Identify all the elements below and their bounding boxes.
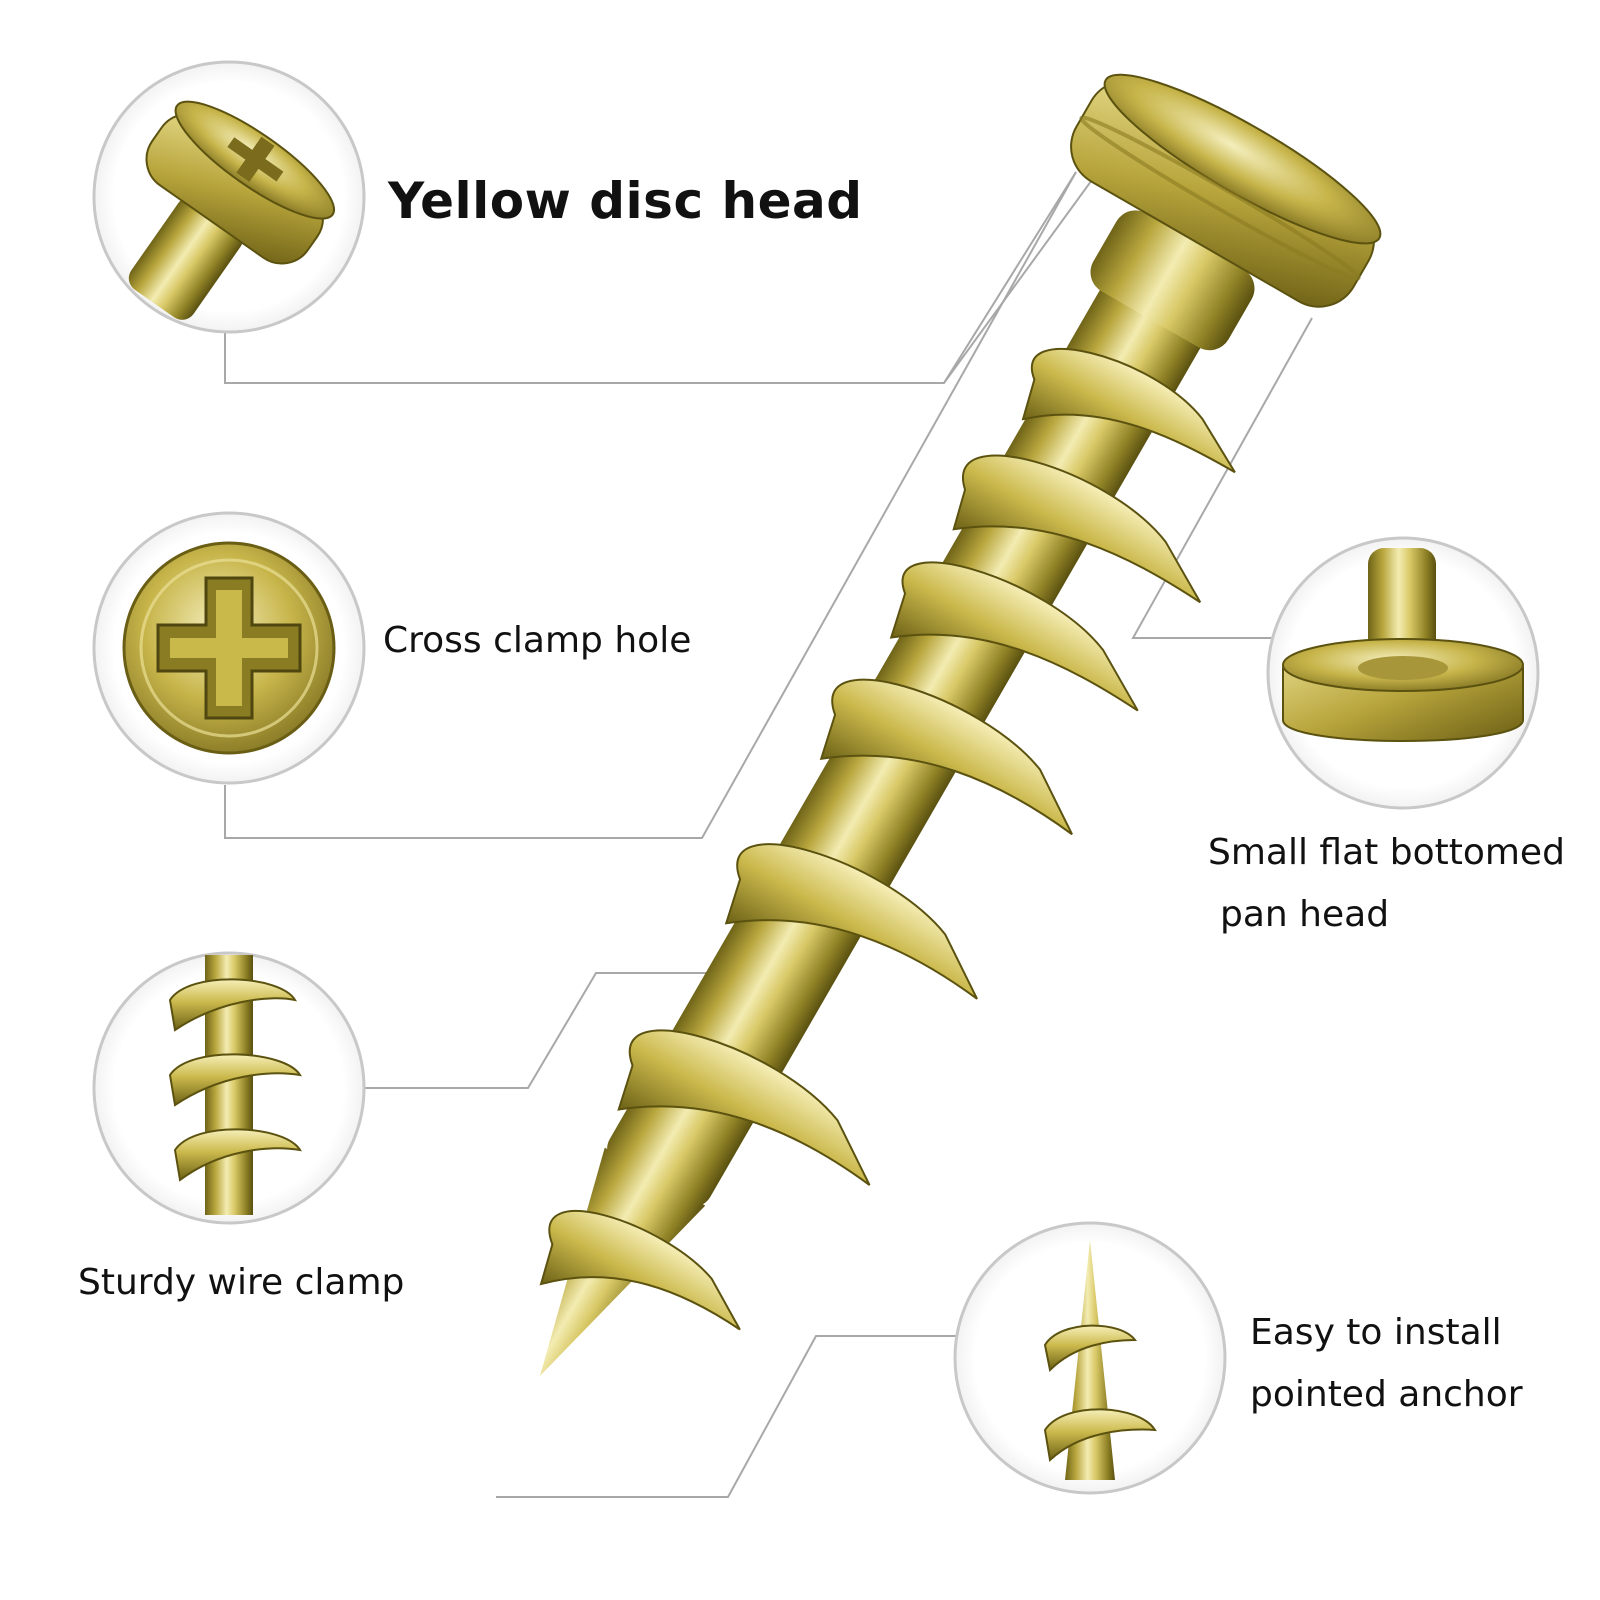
screw-threads xyxy=(539,348,1236,1331)
phillips-head-closeup xyxy=(92,511,366,785)
label-anchor-line1: Easy to install xyxy=(1250,1312,1502,1353)
label-pan-head-line1: Small flat bottomed xyxy=(1208,832,1565,873)
label-cross-hole: Cross clamp hole xyxy=(383,620,692,661)
label-wire-clamp: Sturdy wire clamp xyxy=(78,1262,405,1303)
leader-wire-clamp xyxy=(365,972,760,1089)
flat-bottom-head-closeup xyxy=(1266,536,1540,810)
leader-disc-head xyxy=(224,171,1077,384)
label-disc-head: Yellow disc head xyxy=(388,172,863,230)
label-anchor: Easy to install pointed anchor xyxy=(1250,1302,1523,1426)
label-pan-head: Small flat bottomed pan head xyxy=(1208,822,1565,946)
pointed-tip-closeup xyxy=(953,1221,1227,1495)
main-screw xyxy=(539,73,1382,1376)
screw-pan-head xyxy=(1070,73,1382,308)
leader-anchor xyxy=(496,1335,960,1498)
leader-cross-hole xyxy=(224,171,1077,839)
pan-head-closeup xyxy=(92,60,366,334)
leader-lines xyxy=(224,124,1313,1498)
spiral-thread-closeup xyxy=(92,951,366,1225)
screw-neck xyxy=(1090,210,1255,351)
label-pan-head-line2: pan head xyxy=(1220,894,1390,935)
leader-pan-head xyxy=(1131,317,1313,639)
label-anchor-line2: pointed anchor xyxy=(1250,1374,1523,1415)
